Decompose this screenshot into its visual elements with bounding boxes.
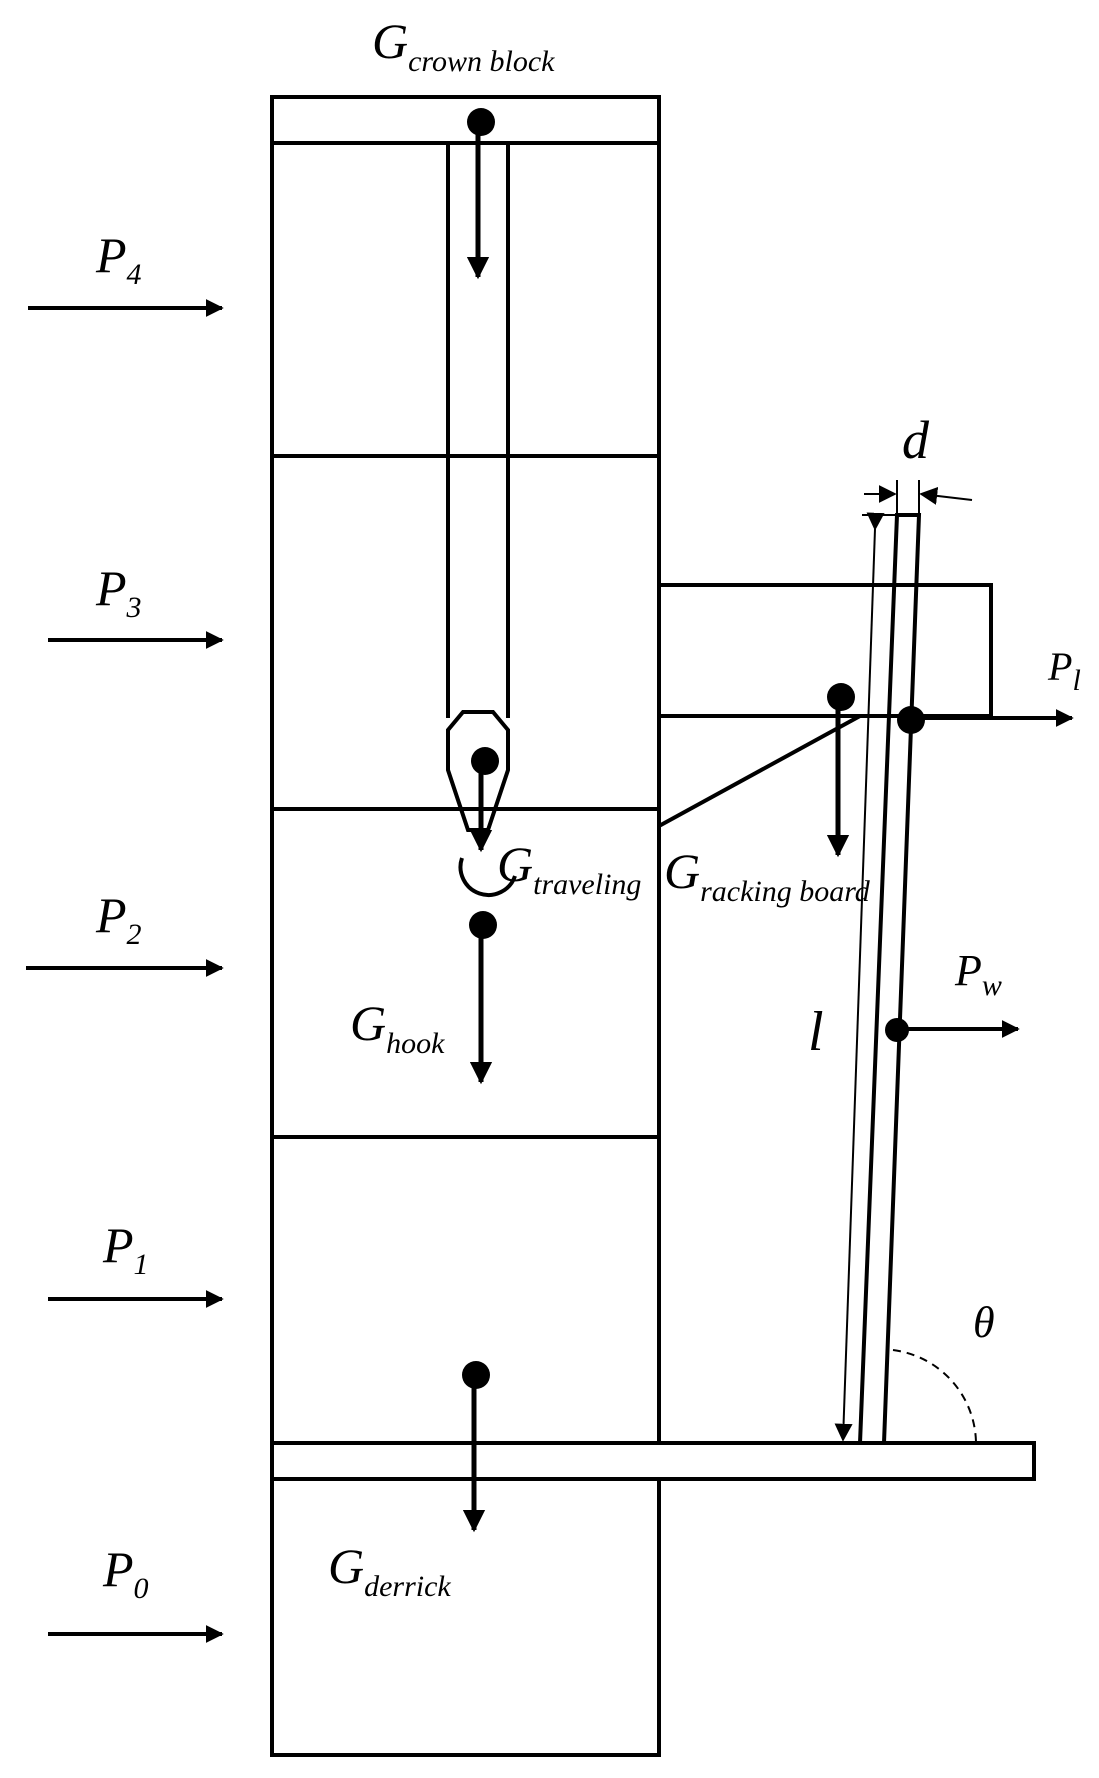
label-crown-block: Gcrown block [372,13,555,78]
derrick-centroid [462,1361,490,1389]
label-racking-board: Gracking board [664,843,871,908]
label-theta: θ [973,1298,995,1347]
derrick-mast [270,141,661,1757]
drill-floor [270,1441,1036,1481]
label-derrick: Gderrick [328,1538,451,1603]
hook-shape [458,857,517,897]
label-p4: P4 [95,227,142,291]
traveling-block-centroid [471,747,499,775]
racking-board-structure [658,583,993,828]
label-pw: Pw [954,946,1002,1002]
wind-loads [26,299,1074,1643]
label-pl: Pl [1047,644,1081,697]
label-p3: P3 [95,560,142,624]
label-l: l [808,1001,824,1063]
label-d: d [902,410,930,470]
racking-board-centroid [827,683,855,711]
dimension-d [864,480,973,515]
pipe-stand [857,513,922,1445]
dimension-l [834,512,896,1442]
gravity-vectors [462,122,850,1533]
pipe-wind-point [885,1018,909,1042]
label-p2: P2 [95,887,142,951]
crown-block-box [270,95,661,145]
label-hook: Ghook [350,995,445,1060]
hook-centroid [469,911,497,939]
theta-arc [892,1349,977,1444]
derrick-frame [270,95,1036,1757]
label-traveling: Gtraveling [497,836,641,901]
pipe-stand-contact-point [897,706,925,734]
crown-block-centroid [467,108,495,136]
centroid-dots [462,108,925,1389]
labels: Gcrown block Gtraveling Gracking board G… [95,13,1081,1605]
label-p1: P1 [102,1217,149,1281]
label-p0: P0 [102,1541,149,1605]
